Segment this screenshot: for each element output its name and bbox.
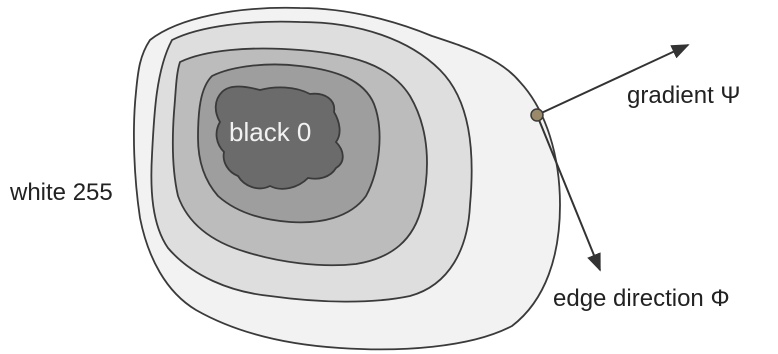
black-label: black 0 — [229, 119, 311, 145]
gradient-label: gradient Ψ — [627, 84, 740, 108]
edge-direction-label: edge direction Φ — [553, 287, 730, 311]
white-label: white 255 — [10, 181, 113, 205]
edge-point — [531, 109, 543, 121]
